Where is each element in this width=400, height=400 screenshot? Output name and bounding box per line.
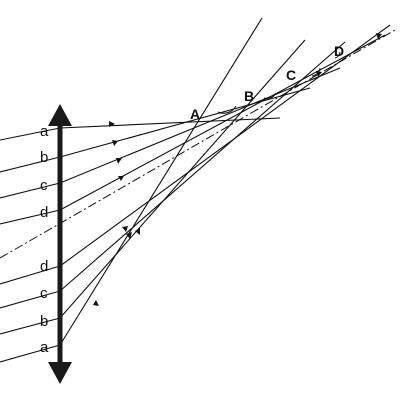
incoming-rays xyxy=(0,127,61,363)
point-label-b: B xyxy=(244,88,254,104)
refracted-ray-b-bottom xyxy=(59,39,306,319)
angle-arc-d xyxy=(334,51,341,59)
incoming-ray-d-bottom xyxy=(0,265,61,285)
incoming-ray-c-bottom xyxy=(0,290,61,309)
converging-lens xyxy=(48,104,72,384)
ray-arrow-8 xyxy=(93,300,99,306)
angle-arc-b xyxy=(263,92,277,99)
ray-arrow-2 xyxy=(112,140,118,146)
refracted-ray-a-top xyxy=(59,117,281,129)
optical-axis xyxy=(0,29,396,259)
point-label-c: C xyxy=(286,67,296,83)
point-label-a: A xyxy=(190,106,200,122)
angle-arc-c xyxy=(311,67,321,77)
point-label-d: D xyxy=(334,43,344,59)
incoming-ray-b-top xyxy=(0,156,61,173)
lens-arrowhead-bottom xyxy=(48,362,72,384)
incoming-ray-c-top xyxy=(0,182,61,199)
refracted-rays xyxy=(59,17,391,346)
angle-arc-a xyxy=(217,105,237,114)
ray-arrow-1 xyxy=(109,121,115,127)
ray-arrow-3 xyxy=(116,158,122,164)
incoming-ray-a-bottom xyxy=(0,344,61,363)
refracted-ray-c-top xyxy=(59,67,341,184)
ray-arrow-6 xyxy=(126,232,132,239)
ray-label-bottom-3: b xyxy=(40,313,48,330)
incoming-ray-b-bottom xyxy=(0,317,61,335)
refracted-ray-b-top xyxy=(59,87,311,158)
ray-arrow-7 xyxy=(135,228,140,235)
ray-label-top-1: a xyxy=(40,123,49,140)
ray-label-bottom-1: d xyxy=(40,258,48,275)
incoming-ray-a-top xyxy=(0,127,61,141)
ray-label-bottom-2: c xyxy=(40,285,48,302)
refracted-ray-c-bottom xyxy=(59,41,346,292)
incoming-ray-d-top xyxy=(0,209,61,225)
ray-direction-arrows xyxy=(93,33,382,306)
ray-label-top-2: b xyxy=(40,149,48,166)
ray-arrow-9 xyxy=(316,71,322,77)
ray-arrow-10 xyxy=(376,33,382,39)
ray-label-bottom-4: a xyxy=(40,339,49,356)
angle-arcs xyxy=(217,51,341,114)
ray-arrow-5 xyxy=(122,226,128,232)
ray-arrow-4 xyxy=(118,176,124,181)
ray-label-top-3: c xyxy=(40,177,48,194)
refracted-ray-d-bottom xyxy=(59,24,391,267)
lens-arrowhead-top xyxy=(48,104,72,126)
ray-label-top-4: d xyxy=(40,204,48,221)
refracted-ray-d-top xyxy=(59,34,386,211)
refracted-ray-a-bottom xyxy=(59,17,263,346)
